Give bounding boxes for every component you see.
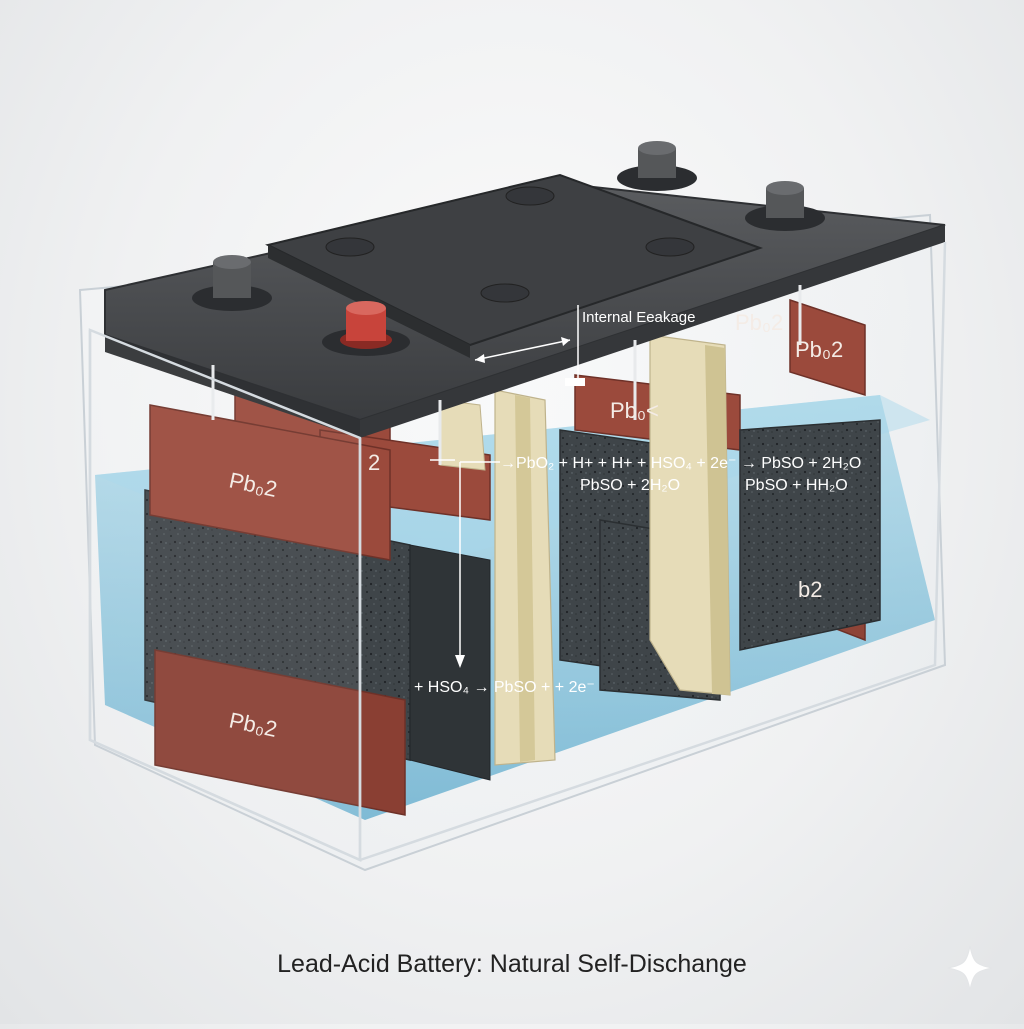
plate-label-center: Pb₀< <box>610 398 659 423</box>
equation-line-2b: PbSO + HH₂O <box>745 477 848 494</box>
diagram-caption: Lead-Acid Battery: Natural Self-Dischang… <box>277 950 747 978</box>
negative-terminal-2 <box>617 141 697 191</box>
negative-terminal-3 <box>745 181 825 231</box>
battery-lid <box>104 173 946 438</box>
positive-terminal <box>322 301 410 356</box>
internal-leakage-label: Internal Eeakage <box>582 309 695 326</box>
plate-label-right: b2 <box>798 577 822 602</box>
plate-label-mid: 2 <box>368 450 380 475</box>
glass-front <box>88 241 947 862</box>
internal-leakage-annotation: Internal Eeakage <box>474 305 695 386</box>
sparkle-icon <box>947 945 993 991</box>
negative-terminal-1 <box>192 255 272 311</box>
separators <box>439 334 731 766</box>
equation-line-2a: PbSO + 2H₂O <box>580 477 680 494</box>
plate-label-top-right: Pb₀2 <box>735 310 783 335</box>
plate-hangers <box>211 285 802 465</box>
reaction-arrows <box>430 459 500 668</box>
equation-line-1: →PbO₂ + H+ + H+ + HSO₄ + 2e⁻ → PbSO + 2H… <box>500 455 861 472</box>
equation-line-3: + HSO₄ → PbSO + + 2e⁻ <box>414 679 595 696</box>
front-plates <box>149 404 406 816</box>
plate-label-top-right-b: Pb₀2 <box>795 337 843 362</box>
